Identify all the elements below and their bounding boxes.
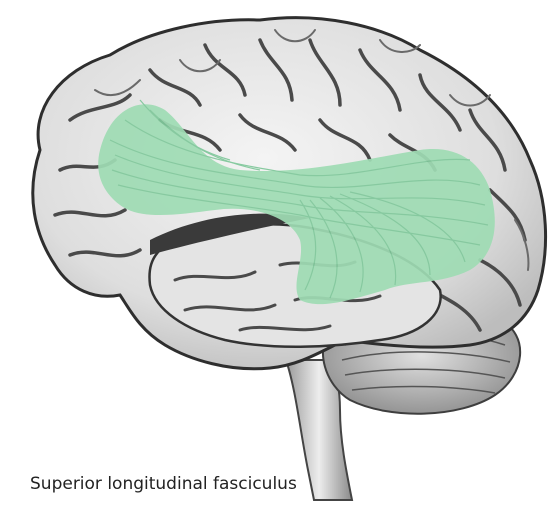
figure-caption: Superior longitudinal fasciculus bbox=[30, 474, 297, 494]
